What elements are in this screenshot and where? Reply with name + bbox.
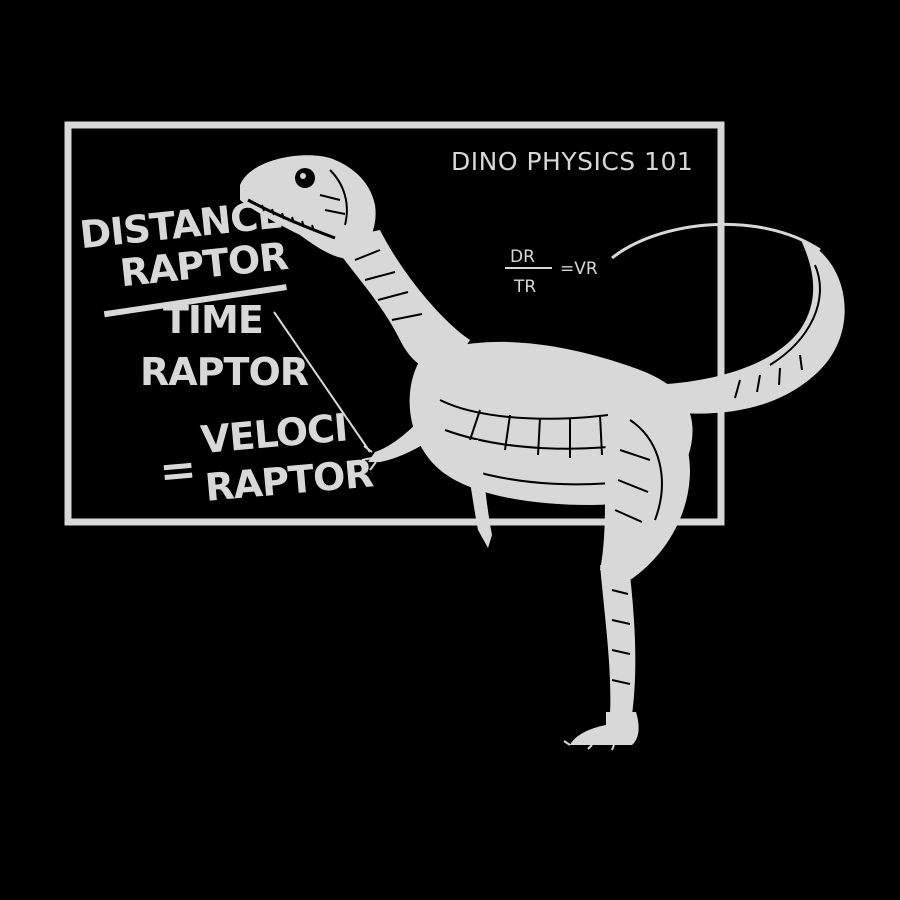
raptor-tail-tip (611, 222, 821, 260)
raptor-eye-highlight (300, 173, 306, 179)
board-title: DINO PHYSICS 101 (451, 147, 693, 176)
pointer-stick (273, 311, 371, 453)
raptor-thigh (600, 399, 690, 580)
raptor-shin-shading (611, 589, 631, 685)
raptor-tail-shading (734, 264, 821, 399)
fraction-bar (103, 284, 287, 318)
raptor-foot (570, 712, 639, 745)
main-equation: DISTANCE RAPTOR (78, 192, 290, 318)
raptor-tail (640, 238, 845, 414)
raptor-arm (368, 410, 445, 462)
raptor-arm-2 (460, 440, 492, 548)
raptor-shin (600, 565, 636, 715)
raptor-head (240, 155, 376, 259)
result-equals: = (157, 444, 198, 498)
small-result: =VR (560, 259, 598, 279)
raptor-neck-shading (354, 249, 423, 321)
raptor-body-shading (439, 399, 661, 486)
denominator-line-1: TIME (163, 298, 263, 342)
result-line-1: VELOCI (199, 405, 349, 462)
chalkboard-frame (64, 121, 725, 526)
small-denominator: TR (513, 277, 536, 297)
raptor-claws (361, 445, 377, 471)
raptor-toes (563, 740, 615, 751)
small-formula: DR TR =VR (505, 247, 598, 297)
denominator-line-2: RAPTOR (140, 350, 309, 394)
raptor-head-shading (319, 169, 348, 226)
result-line-2: RAPTOR (203, 451, 375, 510)
raptor-teeth (261, 204, 315, 232)
small-numerator: DR (510, 247, 535, 267)
velociraptor-illustration (240, 155, 845, 751)
result-group: = VELOCI RAPTOR (157, 405, 375, 510)
raptor-mouth (247, 198, 336, 240)
raptor-neck (330, 230, 470, 371)
raptor-thigh-shading (614, 419, 663, 523)
